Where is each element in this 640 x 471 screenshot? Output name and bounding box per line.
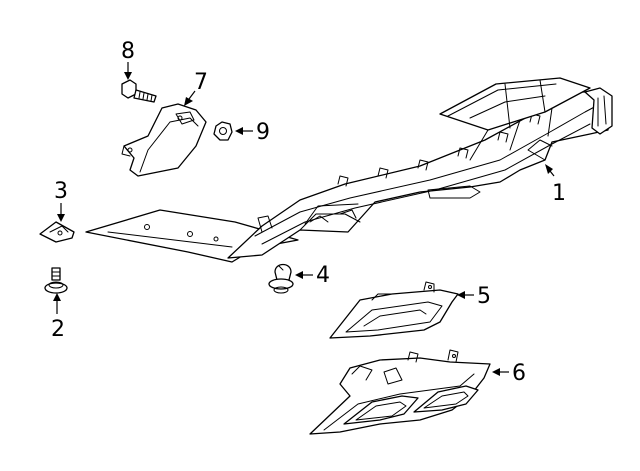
callout-3: 3 — [54, 179, 68, 204]
part-9-nut[interactable] — [213, 121, 233, 141]
callout-7: 7 — [194, 70, 208, 95]
leader-8 — [124, 62, 132, 80]
part-4-push-retainer[interactable] — [268, 263, 294, 294]
leader-1 — [545, 164, 555, 177]
part-7-side-bracket[interactable] — [121, 103, 207, 177]
callout-2: 2 — [51, 317, 65, 342]
leader-4 — [295, 271, 313, 279]
part-2-push-pin[interactable] — [44, 267, 68, 294]
leader-2 — [53, 293, 61, 314]
callout-8: 8 — [121, 39, 135, 64]
leader-3 — [57, 203, 65, 222]
leader-7 — [184, 90, 196, 106]
callout-9: 9 — [256, 120, 270, 145]
leader-9 — [235, 127, 253, 135]
callout-4: 4 — [316, 263, 330, 288]
leader-6 — [492, 368, 509, 376]
callout-1: 1 — [552, 181, 566, 206]
callout-5: 5 — [477, 284, 491, 309]
part-8-bolt[interactable] — [121, 79, 157, 103]
leader-5 — [457, 291, 474, 299]
part-3-clip[interactable] — [39, 221, 75, 243]
part-6-exhaust-tip-housing[interactable] — [309, 349, 491, 435]
part-1-lower-fascia[interactable] — [85, 77, 613, 263]
callout-6: 6 — [512, 361, 526, 386]
part-5-exhaust-bezel[interactable] — [329, 281, 459, 339]
